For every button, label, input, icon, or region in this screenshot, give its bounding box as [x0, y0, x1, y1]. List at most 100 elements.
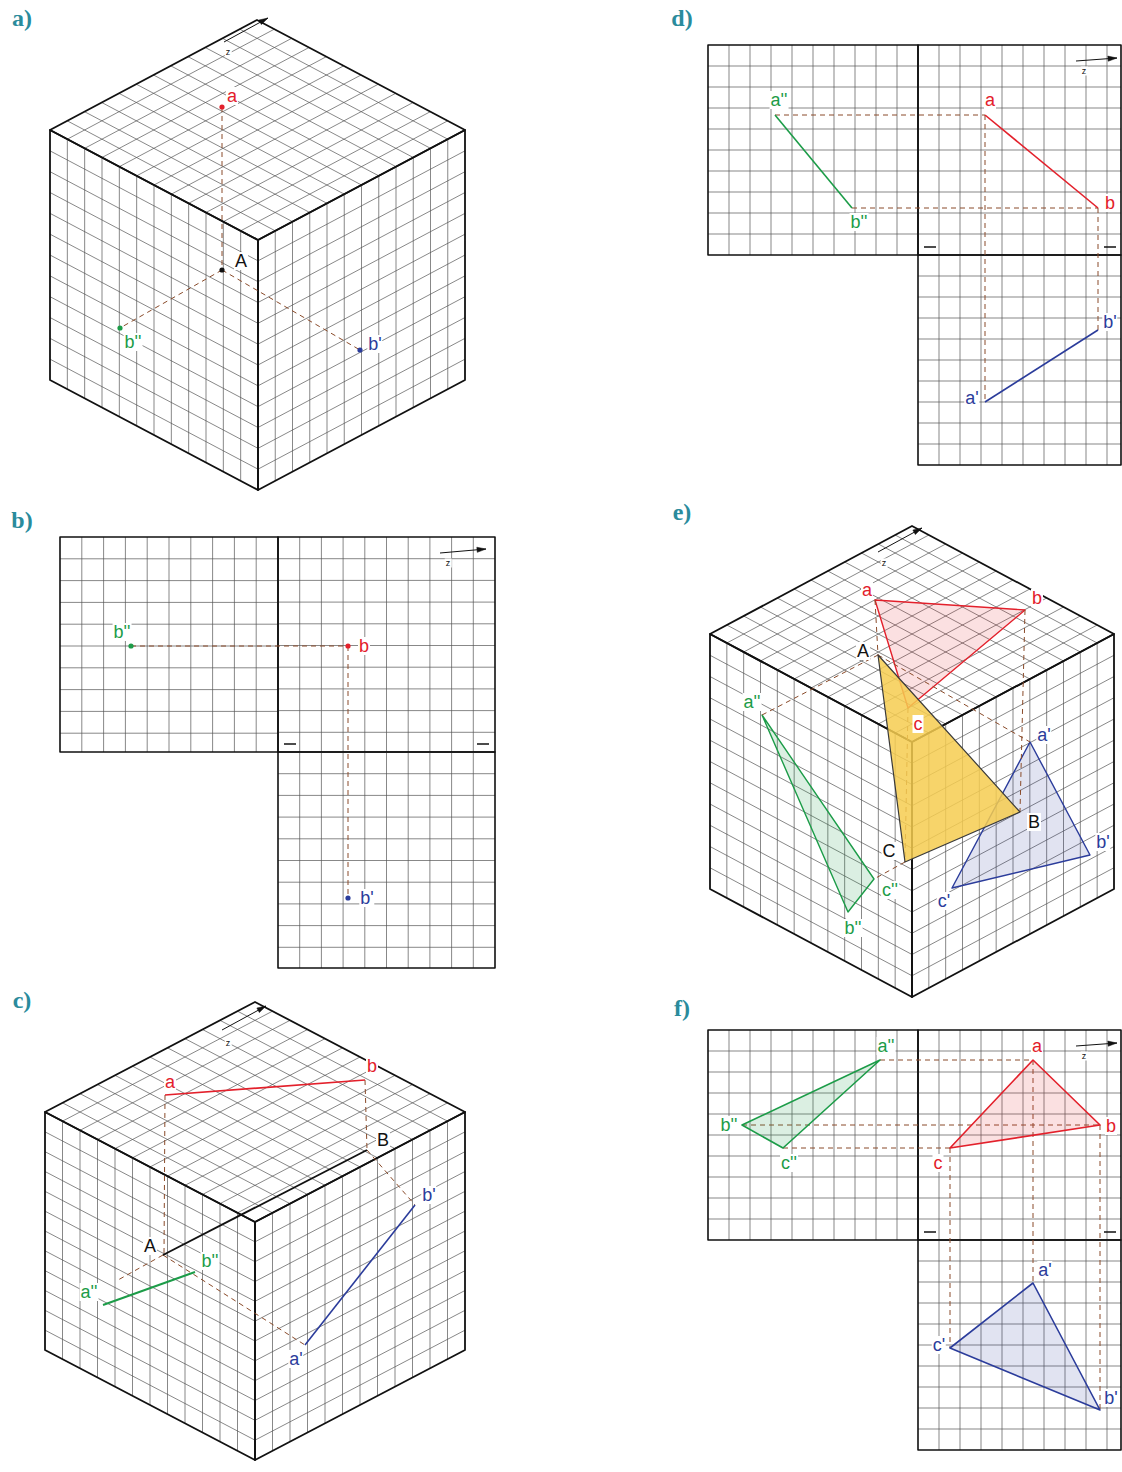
grid-line: [60, 733, 278, 734]
projection-line: [762, 655, 878, 715]
grid-line: [708, 1177, 918, 1178]
space-triangle: [878, 655, 1020, 862]
grid-line: [67, 29, 274, 139]
projection-plane: [918, 1240, 1121, 1450]
point-label: A: [143, 1237, 157, 1255]
projection-segment: [103, 1272, 195, 1305]
panel-letter: a): [11, 6, 33, 30]
projection-label: b: [1031, 589, 1043, 607]
point-label: B: [1027, 813, 1041, 831]
grid-line: [50, 297, 258, 407]
projection-label: b'': [850, 213, 869, 231]
point-dot: [357, 347, 362, 352]
grid-line: [918, 66, 1121, 67]
grid-line: [918, 297, 1121, 298]
grid-line: [80, 1130, 81, 1368]
grid-line: [918, 129, 1121, 130]
grid-line: [1080, 652, 1081, 907]
grid-line: [67, 139, 68, 389]
grid-line: [169, 537, 170, 752]
projection-segment: [985, 330, 1098, 402]
grid-line: [150, 1057, 360, 1167]
projection-label: a': [1037, 1261, 1052, 1279]
grid-line: [918, 87, 1121, 88]
grid-line: [918, 1156, 1121, 1157]
axis-label: z: [1081, 67, 1088, 76]
grid-line: [918, 1387, 1121, 1388]
projection-label: a: [164, 1073, 176, 1091]
grid-line: [918, 192, 1121, 193]
axis-label: z: [225, 1039, 232, 1048]
grid-line: [50, 255, 258, 365]
grid-line: [278, 602, 495, 603]
point-label: A: [234, 252, 248, 270]
grid-line: [81, 537, 82, 752]
grid-line: [321, 752, 322, 968]
grid-line: [708, 1156, 918, 1157]
grid-line: [396, 167, 397, 417]
grid-line: [430, 148, 431, 398]
projection-label: b: [366, 1057, 378, 1075]
projection-line: [365, 1080, 367, 1150]
grid-line: [50, 276, 258, 386]
grid-line: [918, 234, 1121, 235]
projection-line: [131, 646, 348, 647]
fold-mark: [284, 743, 296, 745]
projection-line: [164, 1095, 165, 1255]
projection-label: b'': [201, 1252, 220, 1270]
grid-line: [50, 318, 258, 428]
panel-letter: d): [670, 6, 693, 30]
projection-label: b'': [844, 919, 863, 937]
projection-label: b'': [113, 623, 132, 641]
panel-letter: c): [12, 988, 33, 1012]
grid-line: [278, 773, 495, 774]
projection-label: a: [984, 91, 996, 109]
grid-line: [115, 1039, 325, 1149]
grid-line: [299, 537, 300, 752]
grid-line: [429, 752, 430, 968]
arrow-head: [257, 1006, 266, 1013]
grid-line: [918, 1282, 1121, 1283]
projection-plane: [45, 1002, 465, 1222]
grid-line: [918, 213, 1121, 214]
grid-line: [154, 75, 361, 185]
grid-line: [102, 48, 309, 158]
grid-line: [238, 1011, 448, 1121]
grid-line: [119, 57, 326, 167]
grid-line: [255, 1271, 465, 1381]
projection-line: [1098, 208, 1099, 330]
projection-line: [775, 115, 985, 116]
grid-line: [97, 1140, 98, 1378]
grid-line: [278, 688, 495, 689]
grid-line: [60, 602, 278, 603]
grid-line: [708, 1135, 918, 1136]
axis-label: z: [881, 559, 888, 568]
grid-line: [60, 558, 278, 559]
grid-line: [258, 318, 465, 428]
grid-line: [150, 1057, 360, 1167]
grid-line: [413, 158, 414, 408]
point-dot: [345, 895, 350, 900]
projection-label: a: [861, 581, 873, 599]
fold-mark: [477, 743, 489, 745]
grid-line: [62, 1121, 63, 1359]
projection-label: b: [358, 637, 370, 655]
projection-line: [880, 1060, 1033, 1061]
projection-label: a': [964, 389, 979, 407]
grid-line: [918, 1072, 1121, 1073]
projection-plane: [50, 20, 465, 240]
panel-letter: e): [672, 500, 693, 524]
grid-line: [794, 679, 795, 934]
grid-line: [918, 276, 1121, 277]
grid-line: [278, 817, 495, 818]
axis-label: z: [225, 48, 232, 57]
panel-letter: b): [10, 508, 33, 532]
axis-arrow: [224, 18, 268, 42]
grid-line: [84, 148, 85, 398]
grid-line: [451, 537, 452, 752]
projection-label: a: [1031, 1037, 1043, 1055]
grid-line: [377, 1158, 378, 1396]
grid-line: [918, 360, 1121, 361]
projection-label: b': [421, 1186, 436, 1204]
grid-line: [133, 1048, 343, 1158]
